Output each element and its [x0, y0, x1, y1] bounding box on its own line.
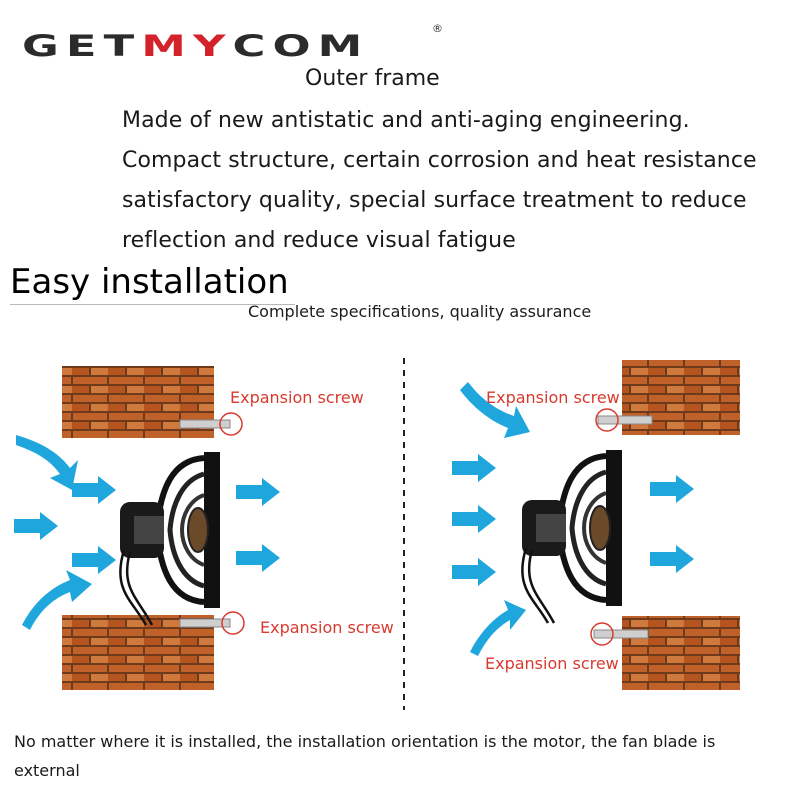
airflow-arrow-icon [72, 476, 116, 504]
airflow-arrow-icon [22, 570, 92, 630]
airflow-arrow-icon [236, 478, 280, 506]
logo-text: GETMYCOM [22, 29, 369, 63]
expansion-screw-label: Expansion screw [485, 654, 619, 673]
airflow-arrow-icon [452, 454, 496, 482]
expansion-screw-label: Expansion screw [260, 618, 394, 637]
exhaust-fan [522, 450, 622, 623]
installation-illustration: Expansion screw Expansion screw Expansio… [14, 358, 740, 710]
expansion-screw-label: Expansion screw [230, 388, 364, 407]
airflow-arrow-icon [72, 546, 116, 574]
registered-mark: ® [432, 22, 442, 35]
airflow-arrow-icon [236, 544, 280, 572]
airflow-arrow-icon [452, 558, 496, 586]
description-line: Compact structure, certain corrosion and… [122, 148, 757, 173]
installation-subtitle: Complete specifications, quality assuran… [248, 302, 592, 321]
airflow-arrow-icon [460, 382, 530, 438]
exhaust-fan [120, 452, 220, 625]
airflow-arrow-icon [470, 600, 526, 656]
airflow-arrow-icon [14, 512, 58, 540]
outer-frame-description: Made of new antistatic and anti-aging en… [122, 101, 782, 261]
outer-frame-heading: Outer frame [305, 66, 440, 91]
description-line: satisfactory quality, special surface tr… [122, 188, 747, 213]
expansion-screw-label: Expansion screw [486, 388, 620, 407]
description-line: Made of new antistatic and anti-aging en… [122, 108, 690, 133]
expansion-screw-icon [179, 412, 243, 436]
right-installation-scene: Expansion screw Expansion screw [452, 360, 740, 690]
easy-installation-title: Easy installation [10, 260, 295, 305]
airflow-arrow-icon [650, 545, 694, 573]
brand-logo: GETMYCOM ® [22, 22, 442, 63]
brick-wall [622, 616, 740, 690]
expansion-screw-icon [179, 611, 245, 635]
left-installation-scene: Expansion screw Expansion screw [14, 366, 394, 690]
expansion-screw-icon [590, 622, 649, 646]
airflow-arrow-icon [16, 435, 78, 490]
airflow-arrow-icon [452, 505, 496, 533]
description-line: reflection and reduce visual fatigue [122, 228, 516, 253]
installation-footer-note: No matter where it is installed, the ins… [14, 732, 716, 780]
airflow-arrow-icon [650, 475, 694, 503]
expansion-screw-icon [595, 408, 653, 432]
